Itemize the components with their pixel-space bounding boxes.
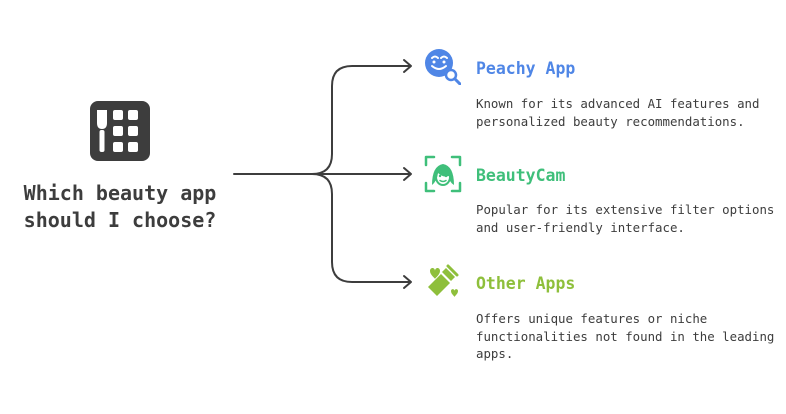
option-description-other-apps: Offers unique features or niche function…	[476, 311, 775, 361]
grid-icon	[90, 101, 150, 161]
connector-to-peachy	[311, 65, 411, 175]
face-scan-icon	[424, 155, 462, 193]
option-description-beautycam: Popular for its extensive filter options…	[476, 202, 775, 235]
option-title-beautycam: BeautyCam	[476, 166, 566, 185]
option-description-peachy-app: Known for its advanced AI features and p…	[476, 96, 760, 129]
option-title-other-apps: Other Apps	[476, 274, 576, 293]
root-question: Which beauty app should I choose?	[23, 181, 217, 232]
arrowhead-other	[403, 275, 412, 289]
face-search-icon	[425, 49, 461, 85]
arrowhead-peachy	[403, 59, 412, 73]
arrowhead-beautycam	[403, 167, 412, 181]
option-title-peachy-app: Peachy App	[476, 59, 576, 78]
connector-to-other	[311, 173, 411, 283]
lipstick-hearts-icon	[428, 264, 459, 297]
